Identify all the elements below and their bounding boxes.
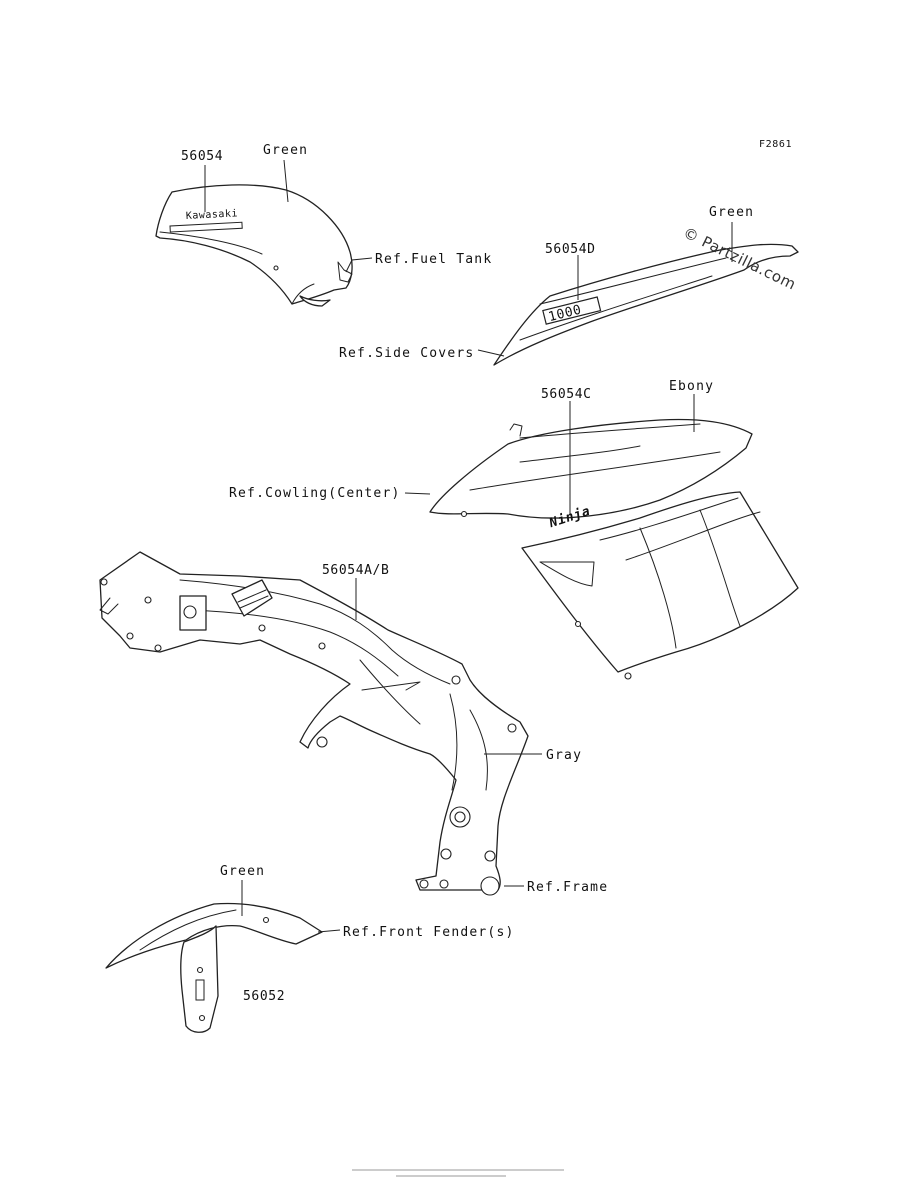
tank-brand-decal: Kawasaki — [186, 208, 239, 222]
tank-stripe-decal — [169, 221, 243, 233]
fender-ref-label: Ref.Front Fender(s) — [343, 925, 515, 940]
frame-color-label: Gray — [546, 748, 582, 763]
fuel-tank-part: Kawasaki — [155, 184, 353, 307]
tank-color-leader — [283, 159, 289, 203]
cowl-part-number: 56054C — [541, 387, 592, 402]
frame-ref-label: Ref.Frame — [527, 880, 608, 895]
footer-fine-print — [352, 1169, 564, 1177]
fuel-tank-ref-label: Ref.Fuel Tank — [375, 252, 492, 267]
side-covers-ref-leader — [477, 349, 505, 357]
cowling-ref-leader — [404, 492, 431, 495]
cowl-color-label: Ebony — [669, 379, 714, 394]
tank-part-number: 56054 — [181, 149, 223, 164]
cowling-ref-label: Ref.Cowling(Center) — [229, 486, 401, 501]
figure-code: F2861 — [759, 139, 792, 150]
side-part-number: 56054D — [545, 242, 596, 257]
frame-part-number: 56054A/B — [322, 563, 389, 578]
fender-part-number: 56052 — [243, 989, 285, 1004]
side-covers-ref-label: Ref.Side Covers — [339, 346, 474, 361]
fender-color-label: Green — [220, 864, 265, 879]
side-color-label: Green — [709, 205, 754, 220]
fuel-tank-ref-leader — [345, 257, 373, 273]
fender-ref-leader — [317, 929, 341, 933]
cowling-part: Ninja — [429, 418, 799, 680]
front-fender-part — [105, 902, 323, 1033]
side-cover-part: 1000 — [493, 243, 799, 366]
frame-part — [99, 551, 529, 896]
tank-color-label: Green — [263, 143, 308, 158]
